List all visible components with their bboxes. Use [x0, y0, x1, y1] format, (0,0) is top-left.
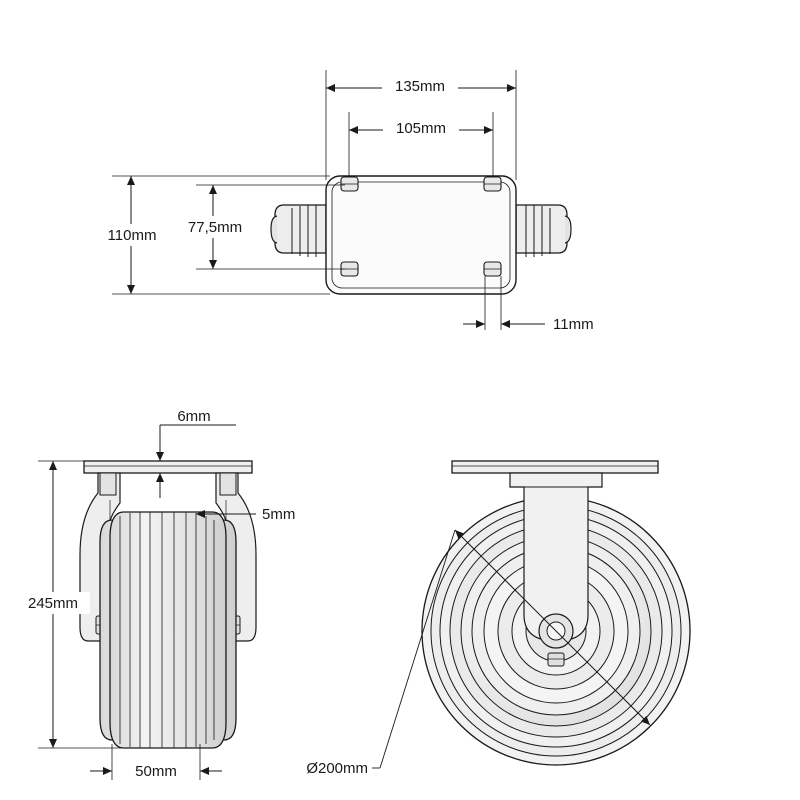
top-view-right-housing: [515, 204, 572, 257]
dimension-bolt-hole-dia: 11mm: [463, 276, 594, 333]
dimension-label-plate-height: 110mm: [108, 227, 157, 244]
front-view-mounting-plate: [451, 460, 659, 474]
dimension-overall-height: 245mm: [16, 460, 152, 749]
front-view: Ø200mm: [306, 460, 691, 777]
dimension-plate-width: 135mm: [325, 70, 517, 180]
side-view-wheel: [99, 511, 237, 749]
dimension-label-bolt-spacing-x: 105mm: [396, 120, 446, 137]
dimension-wheel-diameter: Ø200mm: [306, 529, 651, 777]
dimension-label-plate-width: 135mm: [395, 78, 445, 95]
dimension-label-bolt-hole-dia: 11mm: [553, 316, 594, 333]
dimension-bolt-spacing-y: 77,5mm: [176, 184, 345, 270]
side-view-mounting-plate: [83, 460, 253, 474]
dimension-plate-thickness: 6mm: [156, 408, 236, 498]
top-view: 135mm 105mm 110mm: [96, 70, 594, 333]
dimension-plate-height: 110mm: [96, 175, 330, 295]
dimension-offset: 5mm: [196, 506, 295, 523]
top-view-bolt-holes: [340, 176, 502, 277]
dimension-bolt-spacing-x: 105mm: [348, 112, 494, 176]
dimension-label-offset: 5mm: [262, 506, 295, 523]
side-view: 6mm 5mm 245mm 50mm: [16, 408, 295, 782]
dimension-label-wheel-diameter: Ø200mm: [306, 760, 368, 777]
dimension-label-plate-thickness: 6mm: [177, 408, 210, 425]
dimension-label-bolt-spacing-y: 77,5mm: [188, 219, 242, 236]
dimension-label-tread-width: 50mm: [135, 763, 177, 780]
dimension-tread-width: 50mm: [90, 744, 222, 782]
top-view-mounting-plate: [325, 175, 517, 295]
dimension-label-overall-height: 245mm: [28, 595, 78, 612]
top-view-left-housing: [270, 204, 327, 257]
